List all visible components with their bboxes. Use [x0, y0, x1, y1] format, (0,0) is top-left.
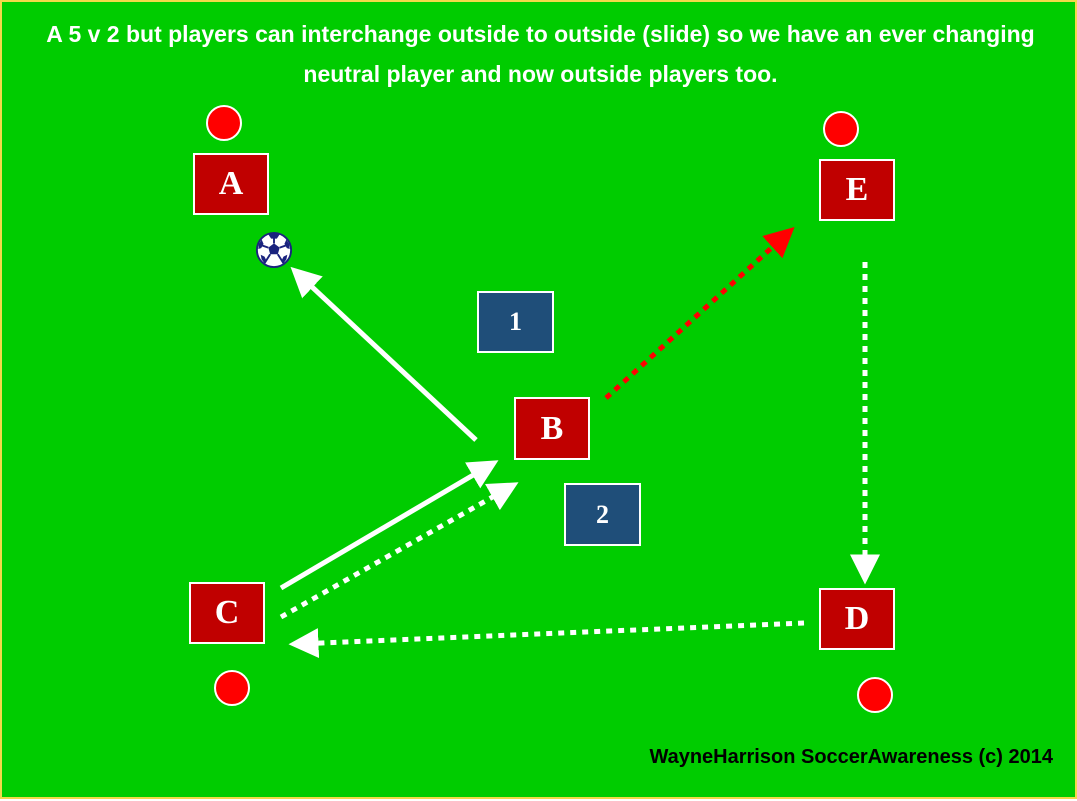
player-e: E	[819, 159, 895, 221]
pass-arrow-c-to-b	[279, 460, 499, 591]
copyright-credit: WayneHarrison SoccerAwareness (c) 2014	[649, 746, 1053, 768]
defender-1: 1	[477, 291, 554, 353]
player-d: D	[819, 588, 895, 650]
player-a: A	[193, 153, 269, 215]
pass-arrow-b-to-a	[290, 266, 478, 442]
cone-d	[857, 677, 893, 713]
soccer-ball-icon	[255, 231, 293, 269]
player-c: C	[189, 582, 265, 644]
cone-c	[214, 670, 250, 706]
run-arrow-c-to-b	[279, 482, 519, 620]
player-b: B	[514, 397, 590, 460]
defender-2: 2	[564, 483, 641, 546]
diagram-title: A 5 v 2 but players can interchange outs…	[46, 21, 1035, 87]
run-arrow-b-to-e	[604, 226, 795, 400]
cone-e	[823, 111, 859, 147]
run-arrow-d-to-c	[288, 620, 805, 659]
cone-a	[206, 105, 242, 141]
